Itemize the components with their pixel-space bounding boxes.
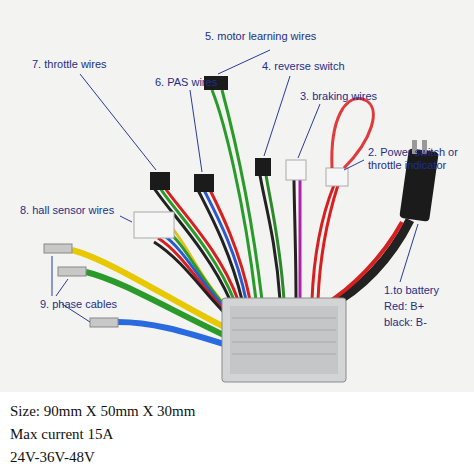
battery-label: black: B-: [384, 316, 427, 329]
wire-label: 4. reverse switch: [262, 60, 345, 73]
wire-label: 2. Power switch or throttle indicator: [368, 146, 468, 172]
wire-label: 6. PAS wires: [155, 76, 217, 89]
wire-label: 9. phase cables: [40, 298, 117, 311]
wire-label: 3. braking wires: [300, 90, 377, 103]
wire-label: 5. motor learning wires: [205, 30, 316, 43]
spec-text: Size: 90mm X 50mm X 30mm: [10, 402, 195, 420]
battery-label: Red: B+: [384, 300, 424, 313]
spec-text: 24V-36V-48V: [10, 448, 95, 466]
battery-label: 1.to battery: [384, 284, 439, 297]
spec-text: Max current 15A: [10, 425, 113, 443]
wire-label: 7. throttle wires: [32, 58, 107, 71]
wire-label: 8. hall sensor wires: [20, 204, 114, 217]
